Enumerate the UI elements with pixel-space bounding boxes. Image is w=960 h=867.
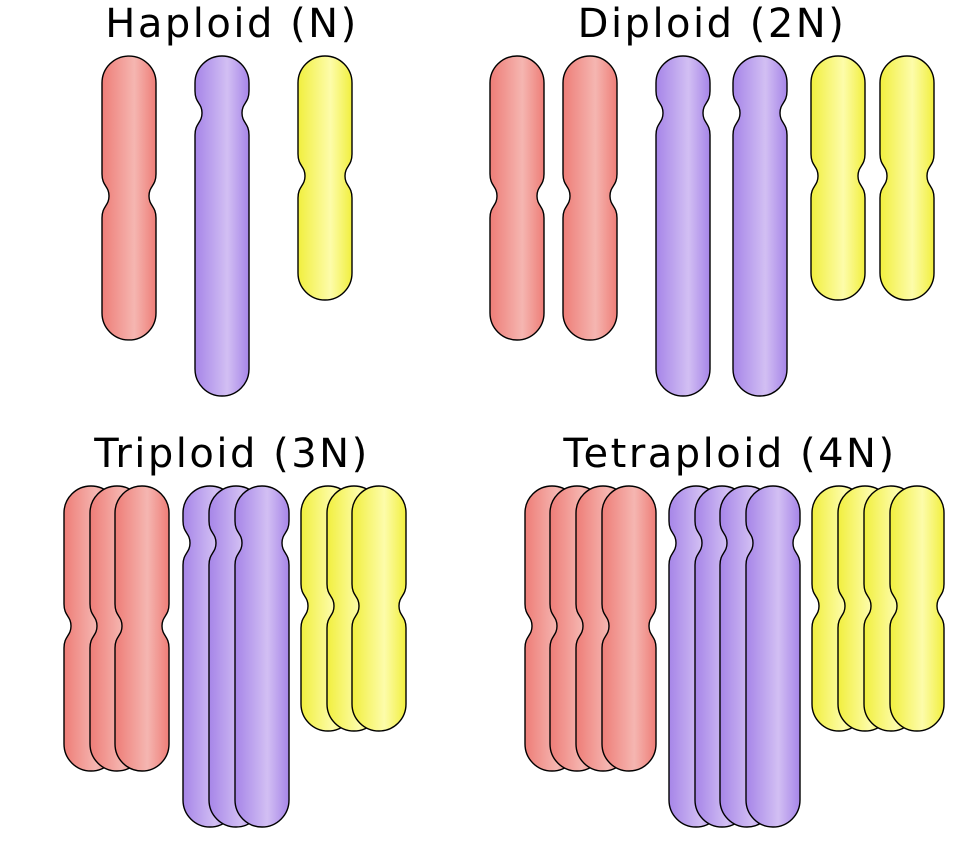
- chromosome-body: [101, 55, 157, 341]
- diploid-chromosome-purple-2: [732, 55, 788, 397]
- tetraploid-chromosome-red-4: [601, 485, 657, 772]
- chromosome-body: [194, 55, 250, 397]
- panel-title-tetraploid: Tetraploid (4N): [562, 431, 896, 477]
- tetraploid-chromosome-yellow-4: [889, 485, 945, 732]
- panel-title-diploid: Diploid (2N): [578, 1, 847, 47]
- haploid-chromosome-purple-1: [194, 55, 250, 397]
- diploid-chromosome-purple-1: [655, 55, 711, 397]
- panel-triploid: Triploid (3N): [63, 431, 407, 828]
- tetraploid-chromosome-purple-4: [745, 485, 801, 828]
- haploid-chromosomes: [101, 55, 353, 397]
- triploid-chromosomes: [63, 485, 407, 828]
- chromosome-body: [732, 55, 788, 397]
- chromosome-body: [297, 55, 353, 301]
- chromosome-body: [879, 55, 935, 301]
- chromosome-body: [114, 485, 170, 772]
- diploid-chromosome-red-1: [489, 55, 545, 341]
- panel-diploid: Diploid (2N): [489, 1, 935, 397]
- diploid-chromosomes: [489, 55, 935, 397]
- triploid-chromosome-yellow-3: [351, 485, 407, 732]
- triploid-chromosome-purple-3: [234, 485, 290, 828]
- chromosome-body: [655, 55, 711, 397]
- chromosome-body: [745, 485, 801, 828]
- diploid-chromosome-yellow-2: [879, 55, 935, 301]
- haploid-chromosome-yellow-1: [297, 55, 353, 301]
- chromosome-body: [810, 55, 866, 301]
- tetraploid-chromosomes: [524, 485, 945, 828]
- chromosome-body: [234, 485, 290, 828]
- diploid-chromosome-red-2: [562, 55, 618, 341]
- chromosome-body: [601, 485, 657, 772]
- chromosome-body: [489, 55, 545, 341]
- panel-title-haploid: Haploid (N): [105, 1, 358, 47]
- panel-haploid: Haploid (N): [101, 1, 358, 397]
- triploid-chromosome-red-3: [114, 485, 170, 772]
- panel-tetraploid: Tetraploid (4N): [524, 431, 945, 828]
- chromosome-body: [562, 55, 618, 341]
- haploid-chromosome-red-1: [101, 55, 157, 341]
- chromosome-body: [351, 485, 407, 732]
- panel-title-triploid: Triploid (3N): [93, 431, 369, 477]
- chromosome-body: [889, 485, 945, 732]
- diploid-chromosome-yellow-1: [810, 55, 866, 301]
